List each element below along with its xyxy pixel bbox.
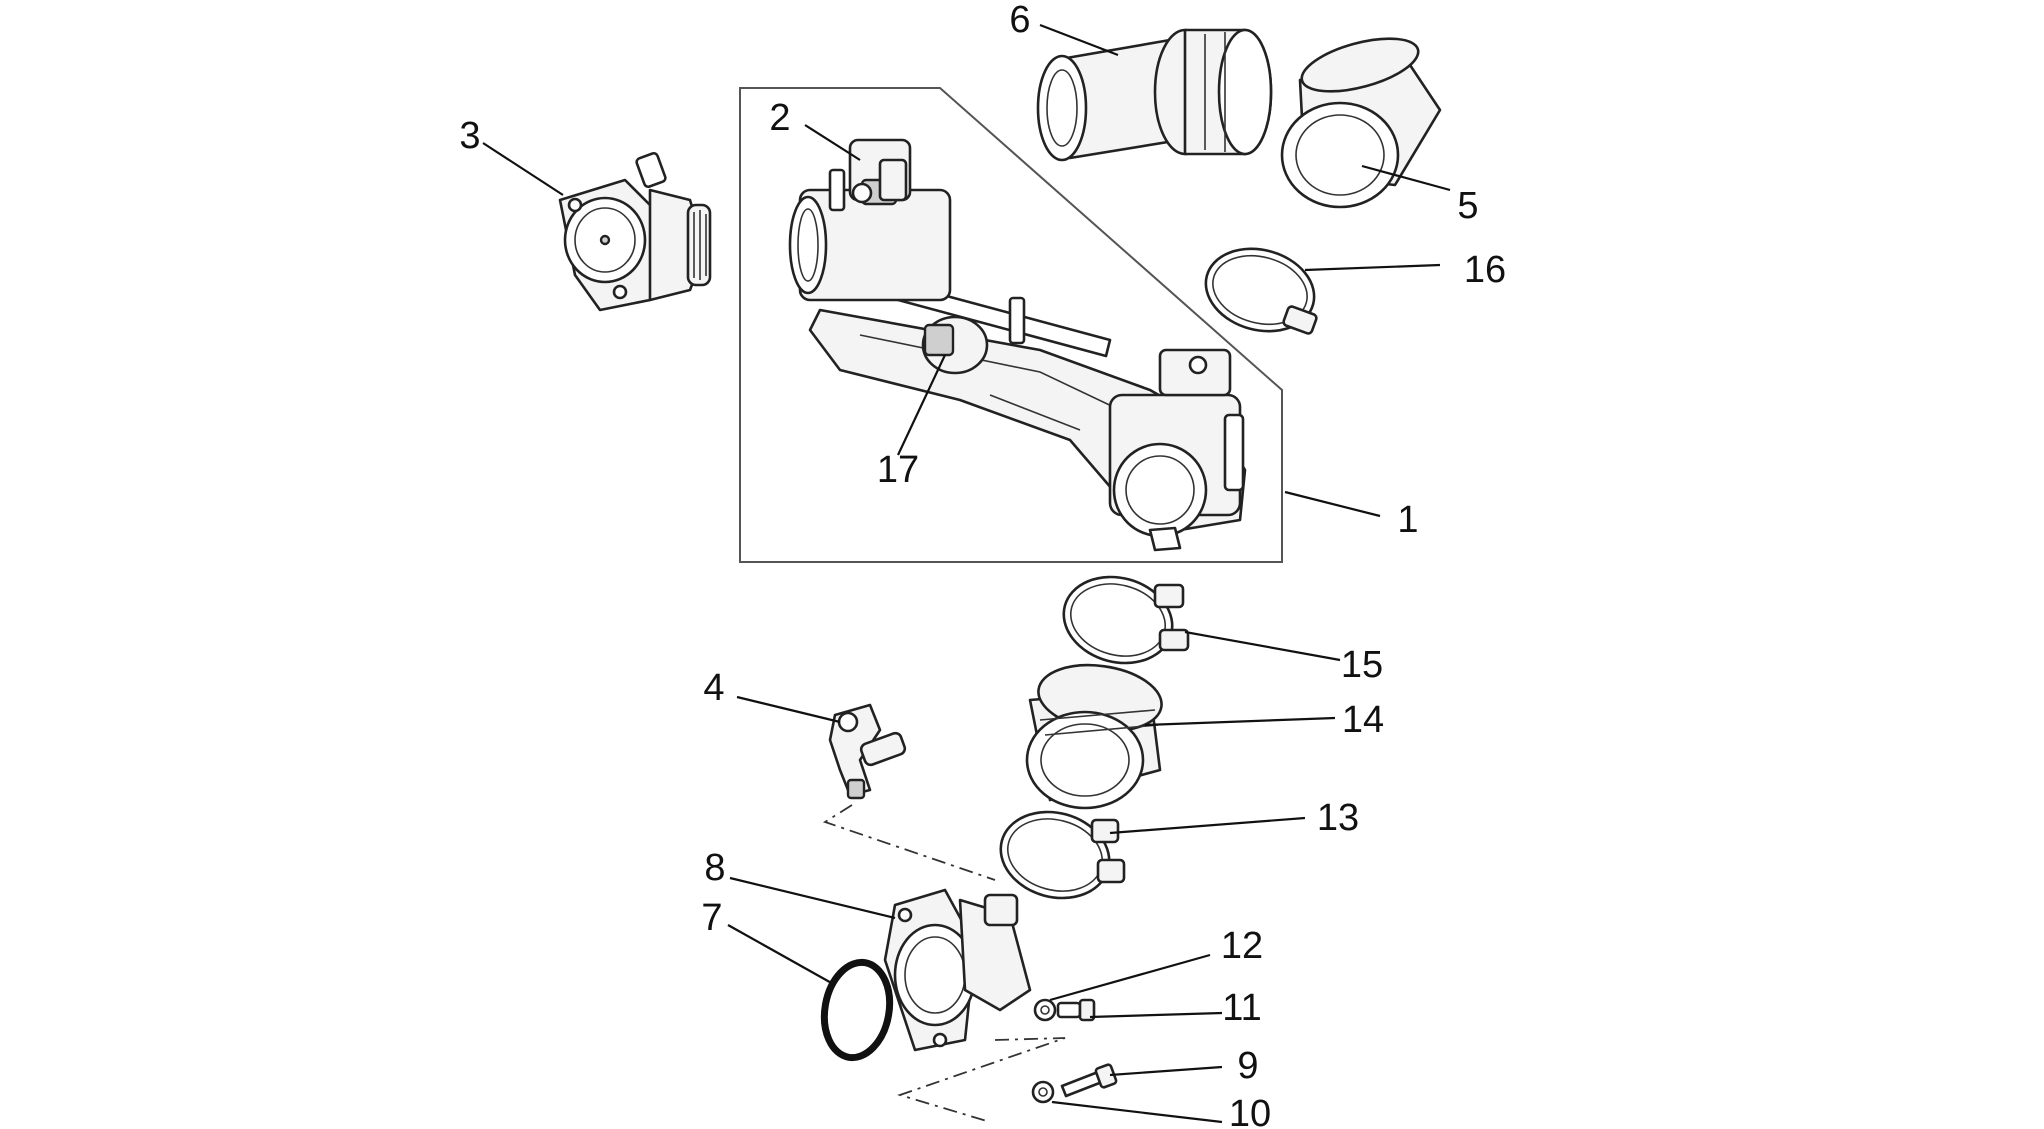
callout-2: 2: [769, 97, 790, 139]
callout-3: 3: [459, 115, 480, 157]
callout-4: 4: [703, 667, 724, 709]
callout-13: 13: [1317, 797, 1359, 839]
part-15-hose-clamp: [1062, 575, 1190, 665]
callout-1: 1: [1397, 499, 1418, 541]
part-8-lower-manifold: [883, 888, 1032, 1052]
callout-11: 11: [1222, 987, 1261, 1029]
assembly-inset-frame: [739, 87, 1283, 563]
part-9-bolt: [1060, 1063, 1118, 1098]
part-6-intake-sleeve: [1036, 28, 1273, 162]
assembly-centerlines: [822, 804, 1066, 1123]
callout-5: 5: [1457, 185, 1478, 227]
part-16-hose-clamp: [1204, 247, 1318, 335]
callout-15: 15: [1341, 644, 1383, 686]
leader-lines: [482, 23, 1451, 1124]
part-10-washer: [1031, 1080, 1055, 1104]
callout-17: 17: [877, 449, 919, 491]
part-2-throttle-sensor: [851, 182, 873, 204]
part-7-o-ring: [820, 958, 894, 1062]
part-13-hose-clamp: [999, 810, 1126, 900]
callout-14: 14: [1342, 699, 1384, 741]
callout-16: 16: [1464, 249, 1506, 291]
callout-8: 8: [704, 847, 725, 889]
part-14-rubber-coupling: [1025, 663, 1163, 810]
part-11-screw: [1056, 998, 1096, 1022]
part-1-throttle-body-assembly: [788, 138, 1247, 552]
part-12-washer: [1033, 998, 1057, 1022]
part-3-intake-manifold: [558, 151, 712, 312]
callout-10: 10: [1229, 1093, 1271, 1129]
part-5-elbow-sleeve: [1280, 37, 1442, 209]
callout-9: 9: [1237, 1045, 1258, 1087]
callout-6: 6: [1009, 0, 1030, 41]
callout-12: 12: [1221, 925, 1263, 967]
part-4-injector-fitting: [828, 703, 907, 800]
callout-7: 7: [701, 897, 722, 939]
